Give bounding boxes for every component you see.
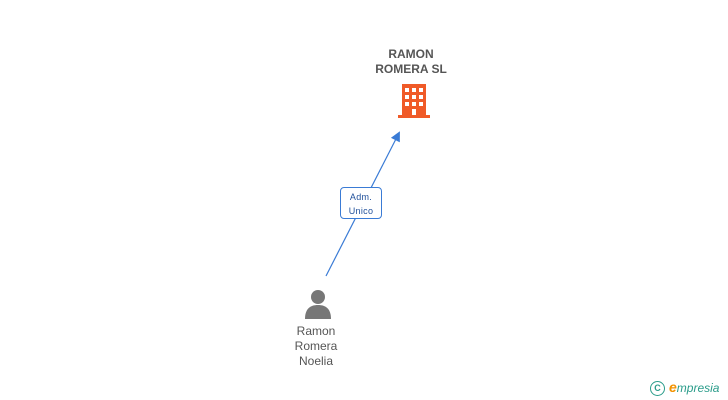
relation-label-line1: Adm. [349, 192, 373, 202]
brand-name: mpresia [676, 381, 720, 395]
person-name-line3: Noelia [298, 354, 334, 368]
person-name-line1: Ramon [296, 324, 336, 338]
relation-label[interactable]: Adm. Unico [340, 187, 382, 219]
person-node-label[interactable]: Ramon Romera Noelia [276, 324, 356, 369]
copyright-icon: C [650, 381, 665, 397]
company-name-line2: ROMERA SL [375, 62, 447, 76]
person-icon[interactable] [303, 288, 333, 320]
person-name-line2: Romera [294, 339, 338, 353]
brand-logo-letter: e [669, 379, 677, 395]
company-node-label[interactable]: RAMON ROMERA SL [361, 47, 461, 77]
company-name-line1: RAMON [388, 47, 434, 61]
building-icon[interactable] [397, 82, 431, 120]
relation-label-line2: Unico [348, 206, 374, 216]
